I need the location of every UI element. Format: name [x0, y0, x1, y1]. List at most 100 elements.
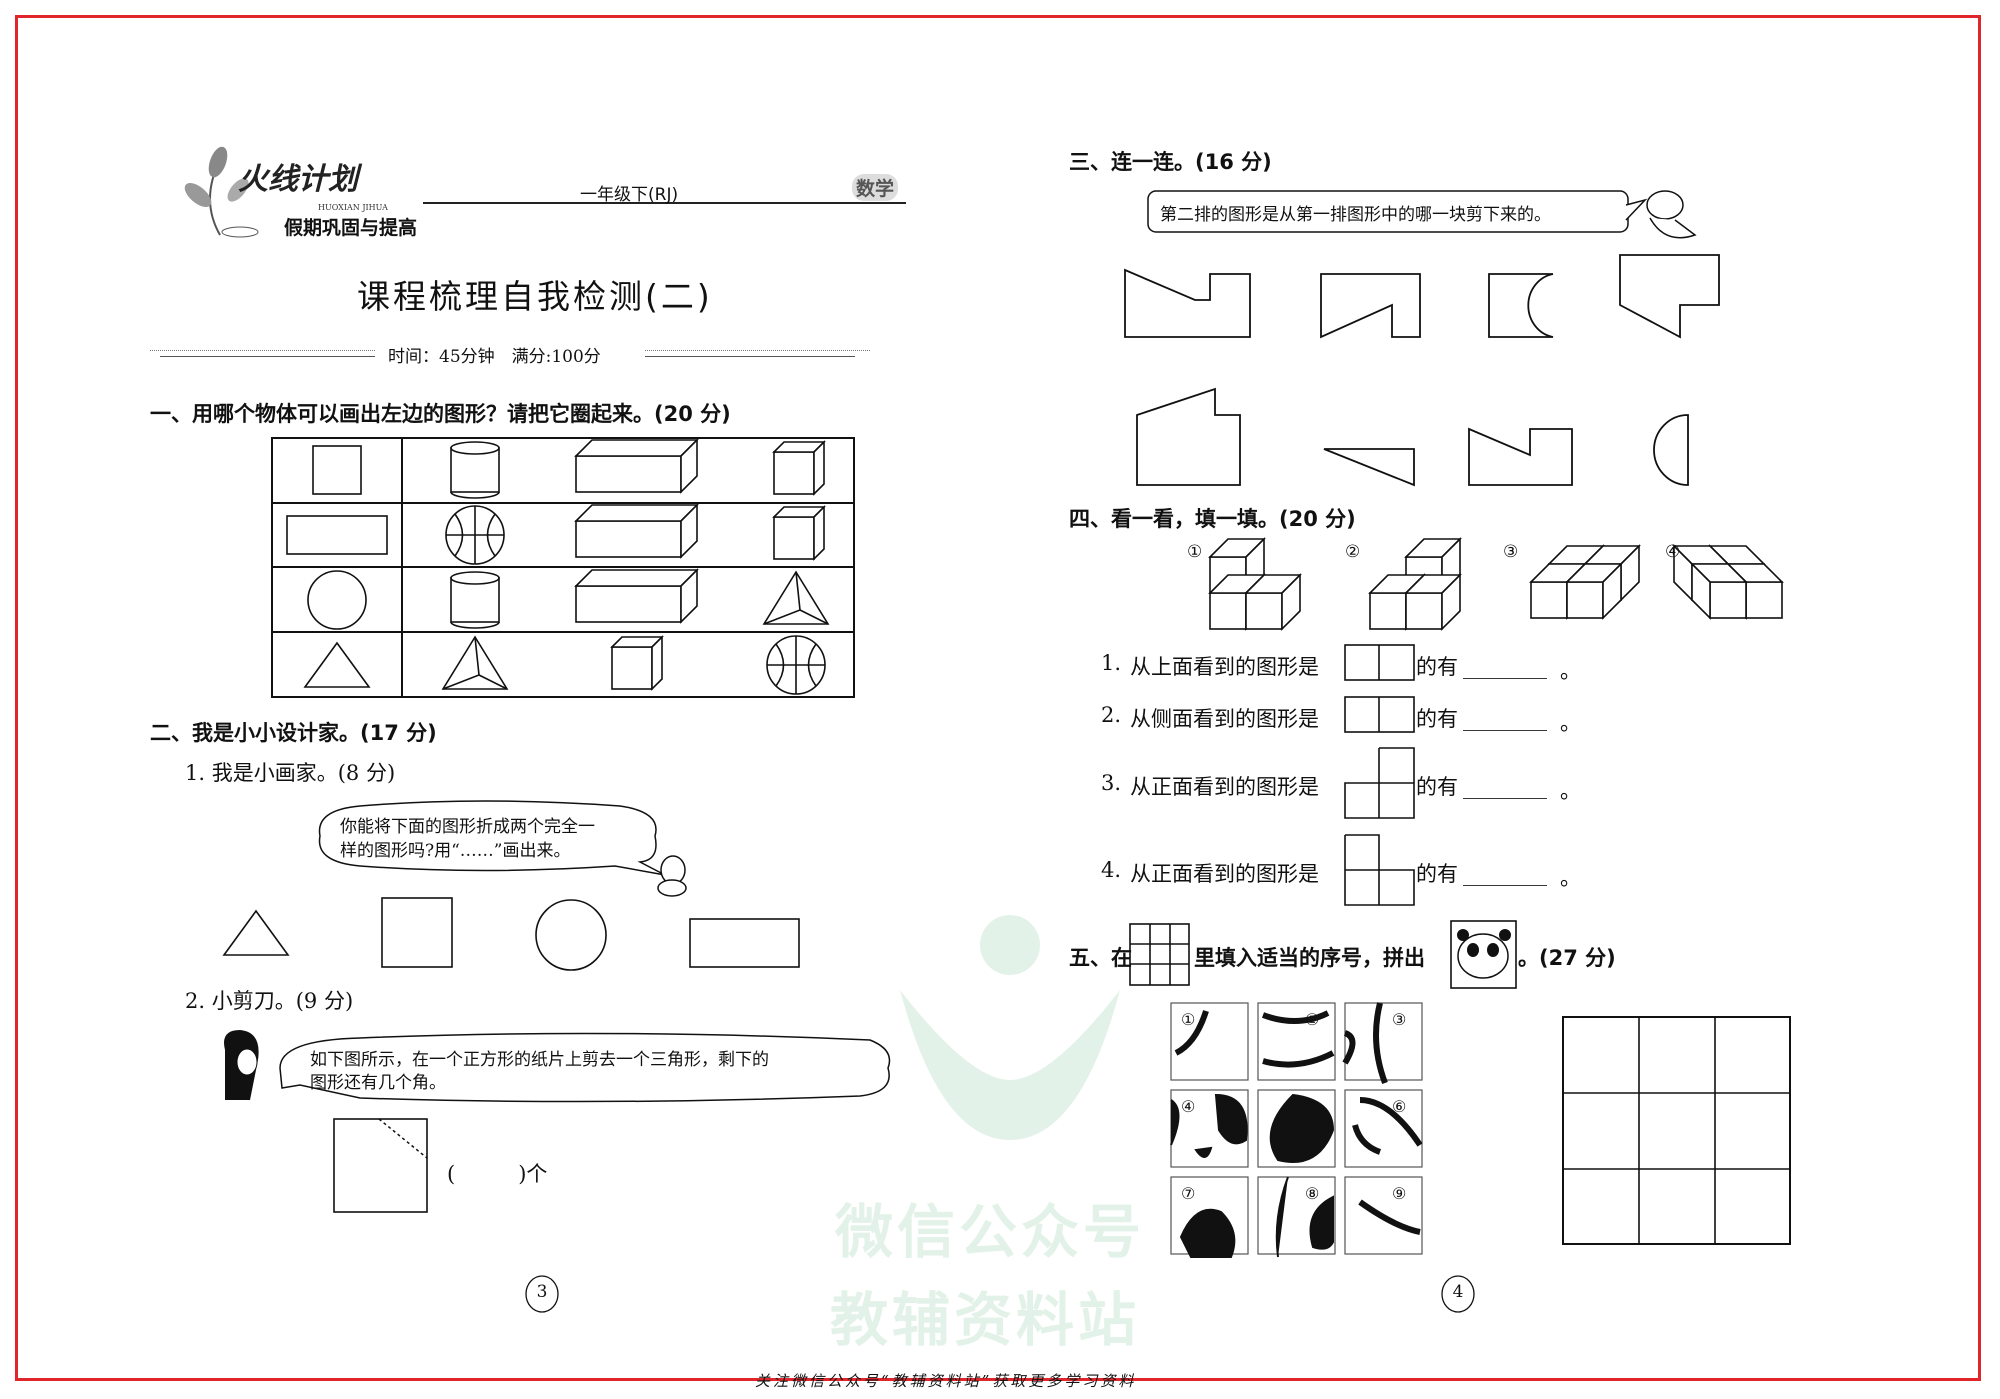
girl-icon: [224, 1030, 259, 1100]
pyr-outline: [762, 570, 830, 625]
side-face: [680, 568, 698, 624]
puzzle-tile: ⑨: [1344, 1176, 1423, 1255]
shape-a3: [1488, 273, 1554, 338]
circle-shape: [307, 570, 367, 630]
tile-label: ②: [1305, 1010, 1319, 1029]
cut-line: [378, 1118, 428, 1159]
panda-head: [1457, 933, 1509, 979]
divider-right-2: [645, 356, 855, 357]
section1-heading: 一、用哪个物体可以画出左边的图形？请把它圈起来。(20 分): [150, 402, 731, 426]
front-face: [611, 646, 653, 690]
cube-icon: [772, 505, 826, 561]
tile-label: ③: [1392, 1010, 1406, 1029]
question-text: 从正面看到的图形是: [1130, 775, 1319, 799]
shape-a1: [1124, 268, 1251, 338]
circle-shape: [535, 899, 607, 971]
panda-fragment: [1352, 1097, 1423, 1155]
rectangle-shape: [689, 918, 800, 968]
shape-b1: [1136, 387, 1241, 486]
triangle-shape: [222, 909, 290, 956]
cyl-bottom: [450, 621, 500, 629]
unit-cube: [1565, 562, 1623, 620]
square-shape: [312, 445, 362, 495]
tile-label: ⑤: [1305, 1097, 1319, 1116]
figure-label: ①: [1187, 542, 1203, 562]
puzzle-tile: ⑦: [1170, 1176, 1249, 1258]
answer-blank[interactable]: ________: [1463, 707, 1547, 731]
panda-frame: [1450, 920, 1517, 989]
question-text: 从上面看到的图形是: [1130, 655, 1319, 679]
cuboid-icon: [574, 438, 699, 494]
cuboid-icon: [574, 503, 699, 559]
pyr-outline: [441, 635, 509, 690]
front-face: [1405, 592, 1443, 630]
side-face: [813, 505, 825, 561]
ball-seam: [775, 643, 817, 687]
answer-blank[interactable]: ________: [1463, 862, 1547, 886]
view-shape-4: [1344, 834, 1415, 906]
question-text: 从侧面看到的图形是: [1130, 707, 1319, 731]
shape-a4: [1619, 254, 1720, 339]
side-face: [680, 503, 698, 559]
tile-label: ⑨: [1392, 1184, 1406, 1203]
ball-icon: [766, 635, 826, 695]
rectangle-shape: [381, 897, 453, 968]
question-suffix: 的有: [1416, 862, 1458, 886]
tile-label: ⑥: [1392, 1097, 1406, 1116]
front-face: [773, 451, 815, 495]
q1-bubble-line1: 你能将下面的图形折成两个完全一: [340, 817, 595, 837]
tile-label: ①: [1181, 1010, 1195, 1029]
section3-bubble: 第二排的图形是从第一排图形中的哪一块剪下来的。: [1160, 205, 1551, 225]
leaf-logo-icon: [184, 146, 259, 238]
figure-label: ③: [1503, 542, 1519, 562]
question-number: 3.: [1101, 771, 1122, 795]
bird-body: [1649, 217, 1697, 239]
panda-eye: [1487, 943, 1499, 957]
rectangle-shape: [286, 515, 388, 555]
cube-icon: [610, 635, 664, 691]
watermark-logo: [900, 915, 1120, 1140]
tile-frame: [1170, 1002, 1249, 1081]
section2-heading: 二、我是小小设计家。(17 分): [150, 721, 437, 745]
divider-left: [150, 350, 375, 351]
q1-label: 1. 我是小画家。(8 分): [185, 761, 396, 785]
panda-eye: [1467, 943, 1479, 957]
view-shape-3: [1344, 747, 1415, 819]
q2-answer-blank[interactable]: ( )个: [447, 1162, 548, 1186]
page-border: [15, 15, 1981, 1381]
grid-icon: [1129, 923, 1190, 986]
answer-blank[interactable]: ________: [1463, 775, 1547, 799]
unit-cube: [1244, 573, 1302, 631]
side-face: [1691, 562, 1711, 620]
section3-heading: 三、连一连。(16 分): [1069, 150, 1272, 174]
page-mascot-icon: [1441, 1275, 1475, 1313]
question-end: 。: [1560, 711, 1581, 735]
cyl-top: [450, 441, 500, 455]
puzzle-tile: ⑧: [1257, 1176, 1336, 1258]
panda-fragment: [1358, 1199, 1421, 1235]
panda-ear: [1457, 929, 1469, 941]
front-face: [575, 585, 682, 623]
page-title: 课程梳理自我检测(二): [357, 277, 713, 316]
puzzle-tile: ④: [1170, 1089, 1249, 1168]
cyl-bottom: [450, 491, 500, 499]
header-rule: [423, 202, 906, 204]
front-face: [575, 520, 682, 558]
footer-note: 关注微信公众号“教辅资料站”获取更多学习资料: [755, 1372, 1137, 1390]
cylinder-icon: [450, 571, 500, 629]
puzzle-tile: ①: [1170, 1002, 1249, 1081]
triangle-shape: [303, 641, 371, 688]
answer-blank[interactable]: ________: [1463, 655, 1547, 679]
answer-grid: [1562, 1016, 1791, 1245]
front-face: [1709, 581, 1747, 619]
front-face: [1530, 581, 1568, 619]
question-end: 。: [1560, 659, 1581, 683]
front-face: [1566, 581, 1604, 619]
panda-fragment: [1342, 1002, 1388, 1085]
question-suffix: 的有: [1416, 655, 1458, 679]
section5-heading-b: 里填入适当的序号，拼出: [1194, 946, 1425, 970]
tile-label: ⑧: [1305, 1184, 1319, 1203]
cylinder-icon: [450, 441, 500, 499]
girl-face: [236, 1048, 258, 1076]
puzzle-tile: ⑥: [1344, 1089, 1423, 1168]
